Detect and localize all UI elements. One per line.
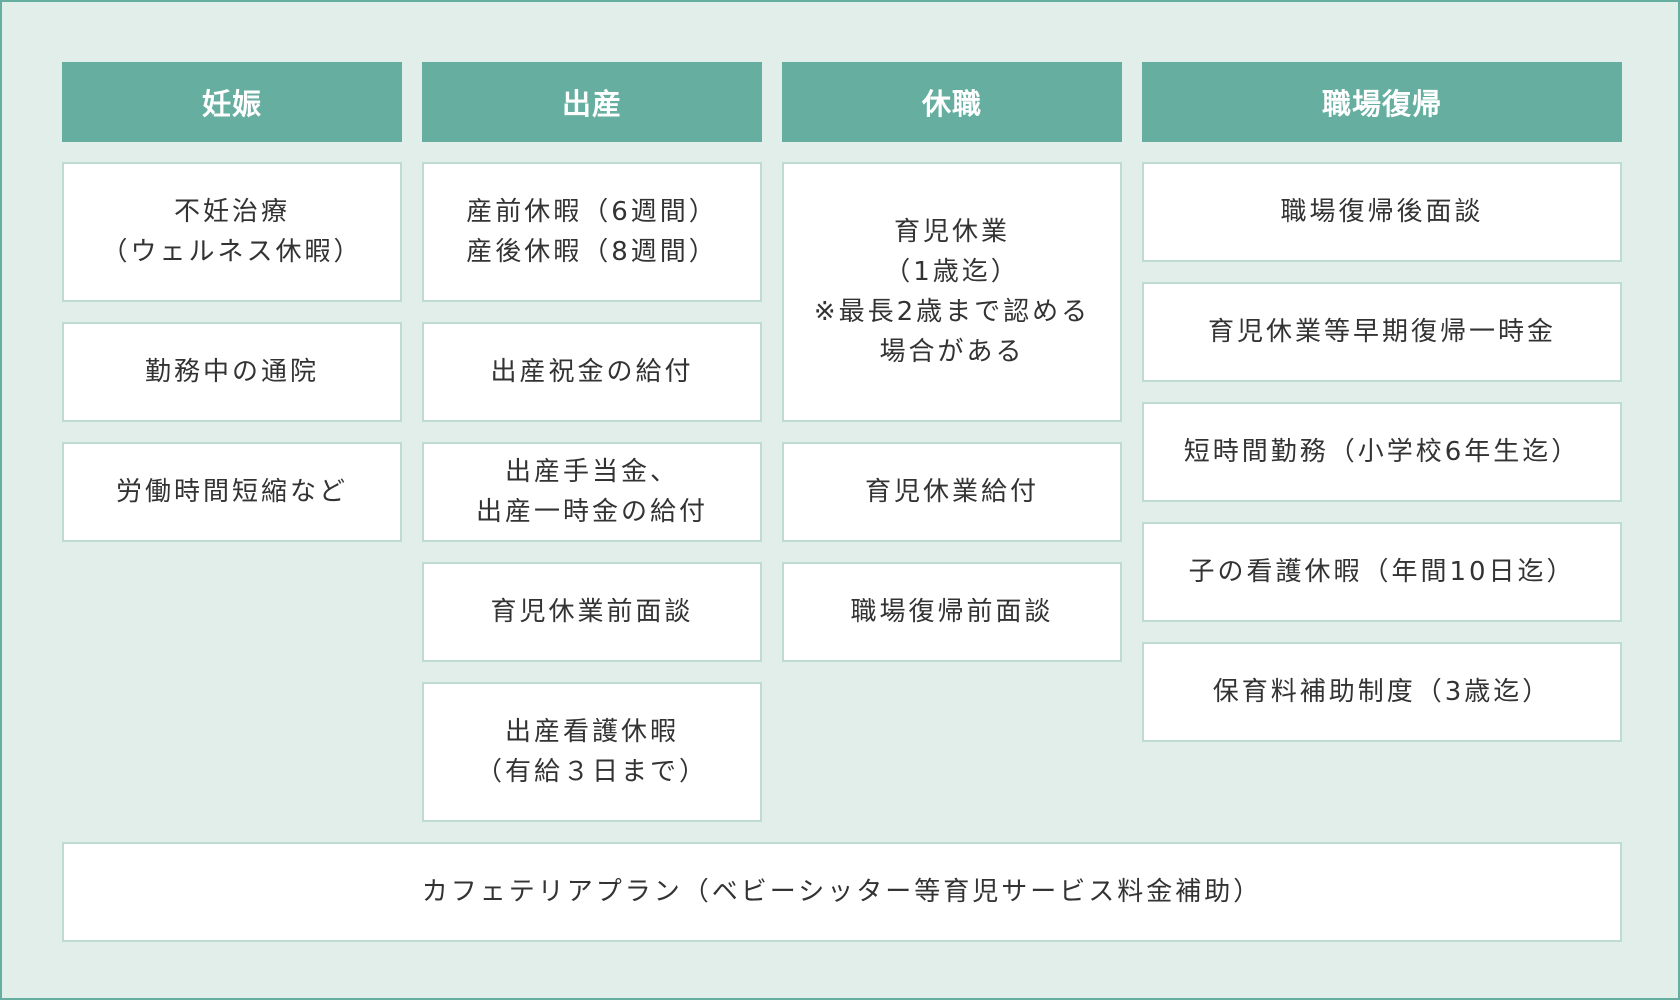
item-child-care-leave-days: 子の看護休暇（年間10日迄） xyxy=(1142,522,1622,622)
item-maternity-leave: 産前休暇（6週間） 産後休暇（8週間） xyxy=(422,162,762,302)
item-pre-leave-interview: 育児休業前面談 xyxy=(422,562,762,662)
item-early-return-bonus: 育児休業等早期復帰一時金 xyxy=(1142,282,1622,382)
item-line: 保育料補助制度（3歳迄） xyxy=(1212,677,1552,707)
item-hospital-visits: 勤務中の通院 xyxy=(62,322,402,422)
item-line: 育児休業給付 xyxy=(864,477,1039,507)
item-birth-congratulatory-payment: 出産祝金の給付 xyxy=(422,322,762,422)
item-childcare-leave: 育児休業 （1歳迄） ※最長2歳まで認める 場合がある xyxy=(782,162,1122,422)
item-line: 不妊治療 xyxy=(173,197,290,227)
item-line: 出産祝金の給付 xyxy=(490,357,694,387)
item-birth-allowance: 出産手当金、 出産一時金の給付 xyxy=(422,442,762,542)
item-line: （有給３日まで） xyxy=(475,757,708,787)
item-line: （ウェルネス休暇） xyxy=(101,237,363,267)
item-line: 育児休業等早期復帰一時金 xyxy=(1207,317,1556,347)
item-line: （1歳迄） xyxy=(884,257,1020,287)
item-daycare-subsidy: 保育料補助制度（3歳迄） xyxy=(1142,642,1622,742)
item-line: 産後休暇（8週間） xyxy=(466,237,718,267)
item-line: 場合がある xyxy=(879,337,1025,367)
item-line: 産前休暇（6週間） xyxy=(466,197,718,227)
item-line: 職場復帰後面談 xyxy=(1280,197,1484,227)
footer-text: カフェテリアプラン（ベビーシッター等育児サービス料金補助） xyxy=(421,877,1263,907)
item-short-time-work: 短時間勤務（小学校6年生迄） xyxy=(1142,402,1622,502)
item-cafeteria-plan: カフェテリアプラン（ベビーシッター等育児サービス料金補助） xyxy=(62,842,1622,942)
item-line: 労働時間短縮など xyxy=(115,477,348,507)
item-birth-care-leave: 出産看護休暇 （有給３日まで） xyxy=(422,682,762,822)
item-line: 勤務中の通院 xyxy=(144,357,319,387)
item-pre-return-interview: 職場復帰前面談 xyxy=(782,562,1122,662)
item-line: 育児休業前面談 xyxy=(490,597,694,627)
column-header-leave: 休職 xyxy=(782,62,1122,142)
column-header-return-to-work: 職場復帰 xyxy=(1142,62,1622,142)
column-header-childbirth: 出産 xyxy=(422,62,762,142)
item-line: ※最長2歳まで認める xyxy=(813,297,1091,327)
item-line: 育児休業 xyxy=(893,217,1010,247)
column-header-pregnancy: 妊娠 xyxy=(62,62,402,142)
item-post-return-interview: 職場復帰後面談 xyxy=(1142,162,1622,262)
item-line: 短時間勤務（小学校6年生迄） xyxy=(1183,437,1581,467)
item-line: 子の看護休暇（年間10日迄） xyxy=(1188,557,1576,587)
item-line: 出産手当金、 xyxy=(504,457,679,487)
item-line: 出産看護休暇 xyxy=(504,717,679,747)
item-line: 職場復帰前面談 xyxy=(850,597,1054,627)
item-line: 出産一時金の給付 xyxy=(475,497,708,527)
item-childcare-leave-benefit: 育児休業給付 xyxy=(782,442,1122,542)
item-fertility-treatment: 不妊治療 （ウェルネス休暇） xyxy=(62,162,402,302)
item-reduced-hours: 労働時間短縮など xyxy=(62,442,402,542)
